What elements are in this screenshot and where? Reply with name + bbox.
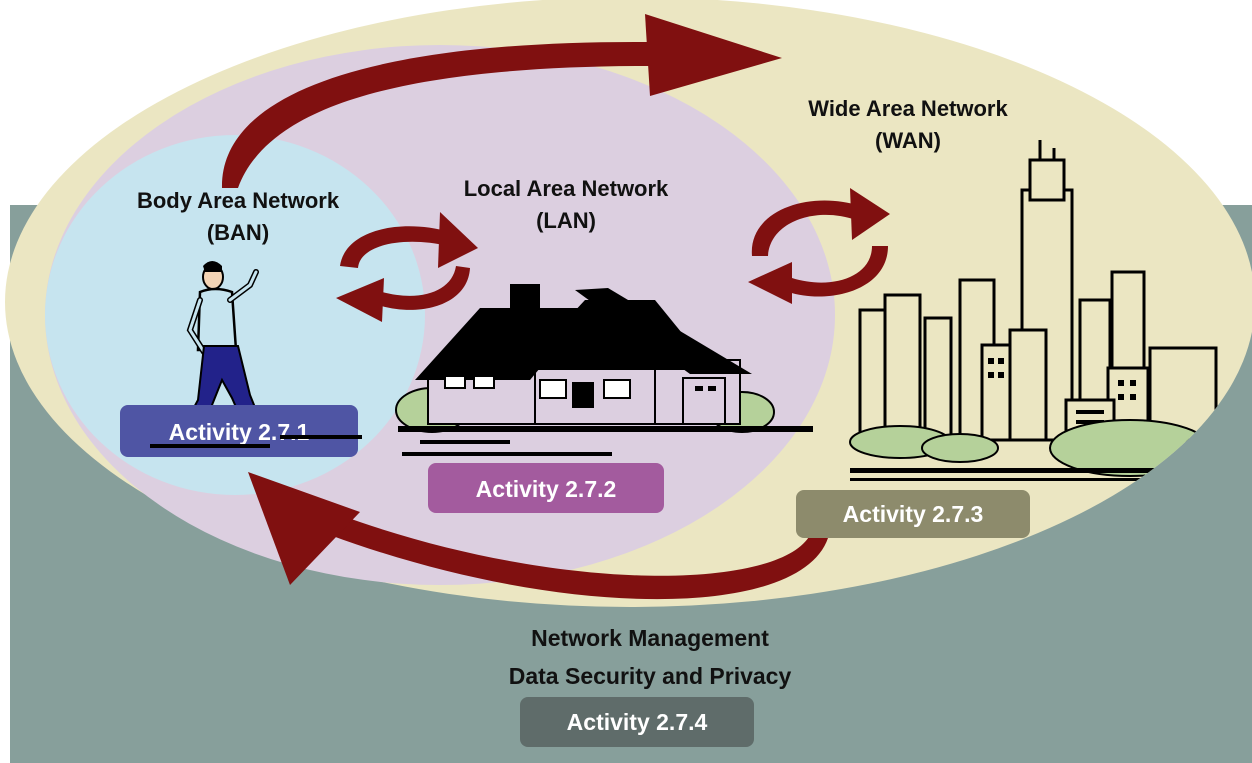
lan-title-line1: Local Area Network [464,176,669,201]
ban-title-line2: (BAN) [207,220,269,245]
activity-badge-ban[interactable]: Activity 2.7.1 [120,405,362,457]
activity-badge-ban-label: Activity 2.7.1 [169,419,310,445]
mgmt-title-line1: Network Management [531,625,769,651]
top-arc-arrow [221,14,782,188]
activity-badge-lan-label: Activity 2.7.2 [476,476,617,502]
ban-title-line1: Body Area Network [137,188,340,213]
bottom-arc-arrow [248,472,828,600]
lan-wan-exchange-arrows [748,188,890,304]
wan-title-line1: Wide Area Network [808,96,1008,121]
activity-badge-wan-label: Activity 2.7.3 [843,501,984,527]
activity-badge-lan[interactable]: Activity 2.7.2 [428,463,664,513]
activity-badge-mgmt-label: Activity 2.7.4 [567,709,708,735]
activity-badge-wan[interactable]: Activity 2.7.3 [796,490,1030,538]
lan-title-line2: (LAN) [536,208,596,233]
mgmt-title-line2: Data Security and Privacy [509,663,792,689]
house-illustration [395,284,813,456]
activity-badge-mgmt[interactable]: Activity 2.7.4 [520,697,754,747]
ban-lan-exchange-arrows [336,212,478,322]
wan-title-line2: (WAN) [875,128,941,153]
